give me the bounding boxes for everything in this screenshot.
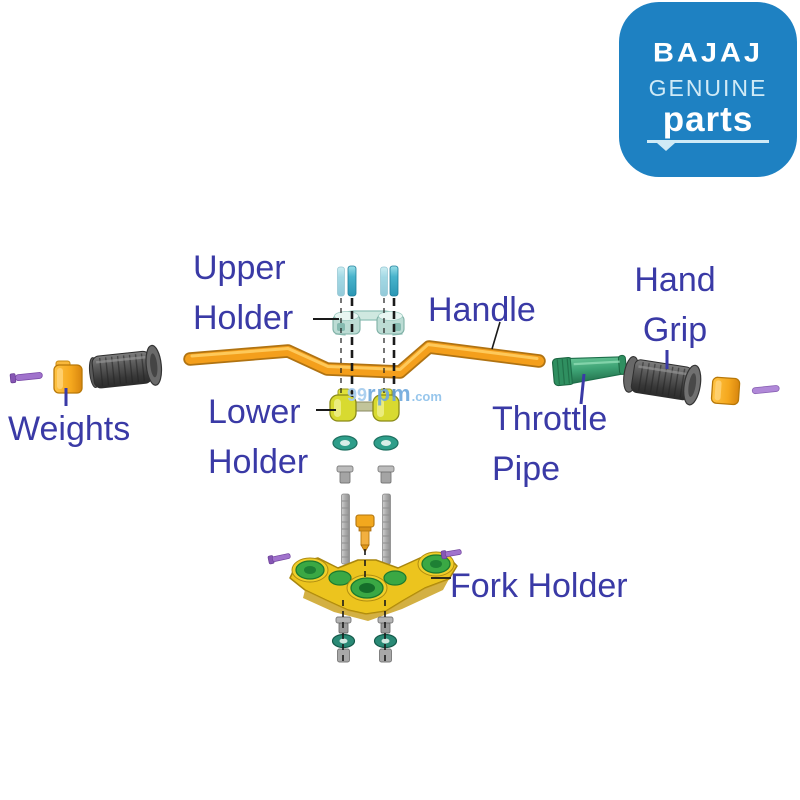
lower-holder-clamp [329, 388, 400, 422]
right-bar-end-weight [710, 376, 741, 406]
logo-brand-text: BAJAJ [652, 37, 764, 68]
fork-holder-side-bolt-left [267, 553, 291, 565]
holder-nuts [336, 465, 395, 484]
left-mounting-bolt [9, 372, 43, 384]
handlebar [183, 340, 546, 379]
alignment-dashed-lines [340, 298, 396, 663]
left-hand-grip [88, 344, 163, 389]
label-fork-holder: Fork Holder [450, 567, 628, 605]
logo-genuine-text: GENUINE [648, 74, 768, 101]
center-stem-bolt [355, 514, 375, 553]
throttle-pipe-leader [579, 373, 586, 405]
fork-holder [289, 551, 458, 621]
fork-stem-hardware-left [331, 616, 356, 663]
logo-parts-text: parts [662, 99, 754, 139]
label-hand-grip: Hand Grip [634, 261, 716, 349]
fork-holder-side-bolt-right [440, 549, 462, 560]
clamp-bolts [337, 265, 399, 297]
bajaj-genuine-parts-logo: BAJAJ GENUINE parts [619, 2, 797, 177]
right-mounting-bolt [751, 385, 780, 395]
logo-arrow-icon [657, 142, 675, 151]
label-handle: Handle [428, 291, 536, 329]
right-hand-grip [623, 356, 702, 406]
label-weights: Weights [8, 410, 131, 448]
leader-lines [64, 318, 669, 579]
logo-underline [647, 139, 769, 151]
handle-leader [491, 321, 501, 350]
holder-washers [332, 435, 399, 451]
label-throttle-pipe: Throttle Pipe [492, 400, 608, 488]
label-lower-holder: Lower Holder [208, 393, 309, 481]
left-bar-end-weight [53, 360, 83, 394]
label-upper-holder: Upper Holder [193, 249, 294, 337]
holder-studs [341, 493, 391, 565]
throttle-pipe [551, 354, 628, 387]
